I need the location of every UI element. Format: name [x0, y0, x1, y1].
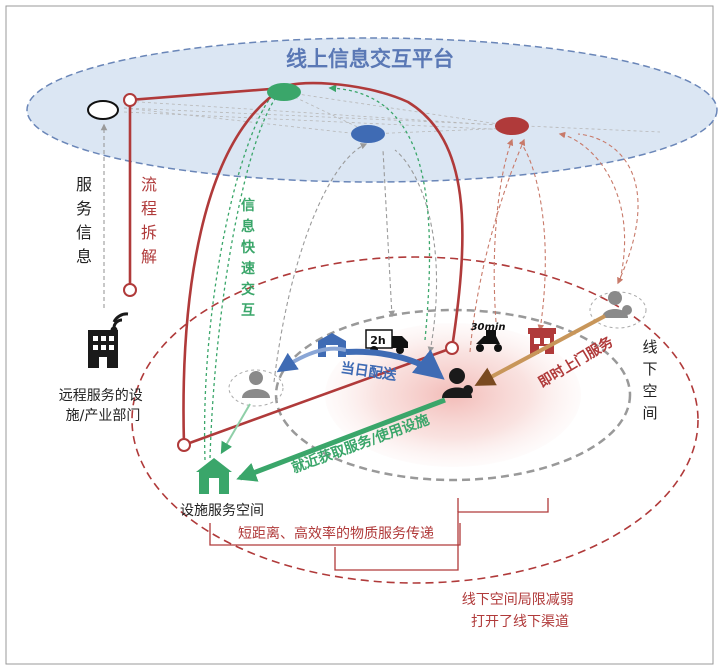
- weaken-label: 线下空间局限减弱 打开了线下渠道: [462, 592, 578, 630]
- scooter-icon: 30min: [471, 322, 506, 352]
- offline-space-ellipse: [131, 256, 699, 584]
- blue-node: [351, 125, 385, 143]
- person-icon-right: [589, 291, 647, 329]
- remote-dept-label: 远程服务的设 施/产业部门: [59, 388, 147, 424]
- info-exchange-arrows: [100, 123, 639, 383]
- house-icon: [196, 458, 232, 494]
- facility-label: 设施服务空间: [180, 503, 264, 519]
- route-nodes: [123, 93, 459, 452]
- red-node: [495, 117, 529, 135]
- person-icon-left: [228, 369, 284, 407]
- person-icon-center: [442, 368, 473, 398]
- facility-link-arrow: [220, 403, 251, 455]
- bracket-lines: [209, 498, 549, 571]
- building-icon: [88, 330, 118, 368]
- svg-text:2h: 2h: [370, 334, 386, 347]
- inner-service-ellipse: [274, 308, 632, 482]
- green-info-arrows: [203, 84, 431, 461]
- platform-title: 线上信息交互平台: [286, 47, 454, 71]
- offline-space-label: 线下空间: [642, 338, 657, 422]
- same-day-arrow-main: [345, 348, 445, 380]
- nearby-arrow: [236, 397, 446, 482]
- remote-node: [87, 100, 119, 120]
- same-day-arrow: [276, 346, 347, 373]
- platform-ellipse: [26, 37, 718, 183]
- svg-text:30min: 30min: [471, 322, 506, 333]
- process-split-label: 流程拆解: [141, 175, 157, 266]
- info-fast-label: 信息快速交互: [241, 197, 256, 319]
- wifi-icon: [110, 312, 129, 334]
- service-info-label: 服务信息: [76, 175, 92, 266]
- green-node: [267, 83, 301, 101]
- short-dist-label: 短距离、高效率的物质服务传递: [238, 525, 434, 542]
- instant-home-arrow: [474, 314, 606, 386]
- delivery-truck-icon: 2h: [365, 329, 408, 354]
